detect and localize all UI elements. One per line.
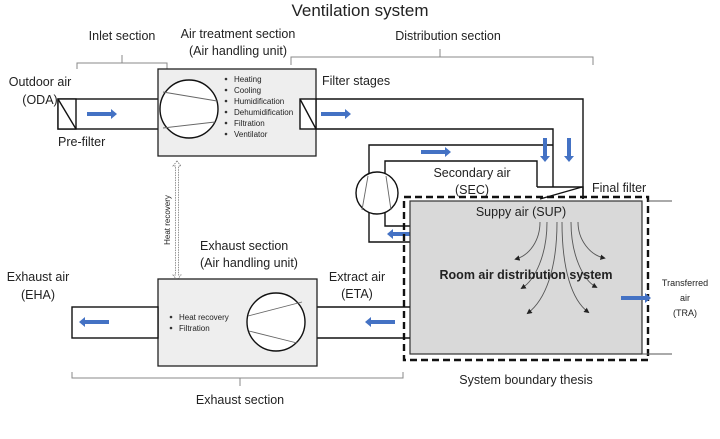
supply-duct-outer bbox=[316, 98, 584, 199]
secondary-duct-outer bbox=[368, 144, 553, 174]
outdoor-air-label: Outdoor air bbox=[9, 75, 72, 89]
extract-air-label: Extract air bbox=[329, 270, 385, 284]
heat-recovery-label: Heat recovery bbox=[163, 195, 172, 245]
secondary-fan-icon bbox=[355, 171, 399, 215]
flow-arrow-shape bbox=[387, 229, 417, 239]
transferred-air-label: Transferred bbox=[662, 278, 708, 288]
stream-line bbox=[570, 221, 598, 288]
inlet-section-brace bbox=[76, 55, 168, 69]
stream-line bbox=[514, 221, 541, 261]
extract-duct bbox=[317, 306, 410, 339]
flow-arrow-icon bbox=[564, 138, 574, 162]
flow-arrow-icon bbox=[421, 147, 451, 157]
exhaust-unit-sublabel: (Air handling unit) bbox=[200, 256, 298, 270]
room-air-distribution-system bbox=[409, 200, 643, 355]
bullet-icon bbox=[169, 326, 173, 330]
transferred-air-label-2: air bbox=[680, 293, 690, 303]
transferred-air-code: (TRA) bbox=[673, 308, 697, 318]
diagram-title: Ventilation system bbox=[291, 1, 428, 20]
bullet-icon bbox=[224, 77, 228, 81]
supply-unit-function-list: HeatingCoolingHumidificationDehumidifica… bbox=[224, 75, 293, 139]
outdoor-air-code: (ODA) bbox=[22, 93, 57, 107]
pre-filter-label: Pre-filter bbox=[58, 135, 105, 149]
bullet-icon bbox=[224, 110, 228, 114]
exhaust-section-label: Exhaust section bbox=[196, 393, 284, 407]
system-boundary-label: System boundary thesis bbox=[459, 373, 592, 387]
air-stream-lines bbox=[514, 221, 606, 315]
bullet-icon bbox=[169, 315, 173, 319]
secondary-return-outer bbox=[368, 212, 410, 243]
air-treatment-section-sublabel: (Air handling unit) bbox=[189, 44, 287, 58]
secondary-return-inner bbox=[384, 212, 410, 227]
stream-line bbox=[561, 221, 590, 314]
supply-air-label: Suppy air (SUP) bbox=[476, 205, 566, 219]
supply-function-item: Heating bbox=[234, 75, 262, 84]
flow-arrow-icon bbox=[87, 109, 117, 119]
stream-line bbox=[577, 221, 606, 260]
flow-arrow-shape bbox=[321, 109, 351, 119]
flow-arrow-shape bbox=[87, 109, 117, 119]
heat-recovery-double-arrow-icon bbox=[172, 160, 182, 281]
bullet-icon bbox=[224, 99, 228, 103]
supply-function-item: Ventilator bbox=[234, 130, 268, 139]
supply-function-item: Filtration bbox=[234, 119, 265, 128]
distribution-section-brace bbox=[290, 49, 594, 65]
exhaust-function-item: Heat recovery bbox=[179, 313, 229, 322]
flow-arrow-icon bbox=[365, 317, 395, 327]
fan-icon bbox=[159, 79, 219, 139]
bullet-icon bbox=[224, 121, 228, 125]
flow-arrow-shape bbox=[421, 147, 451, 157]
air-treatment-section-label: Air treatment section bbox=[181, 27, 296, 41]
stream-line bbox=[526, 221, 558, 315]
exhaust-section-brace bbox=[71, 372, 404, 386]
secondary-duct-inner bbox=[384, 160, 538, 187]
flow-arrow-shape bbox=[621, 293, 651, 303]
system-boundary bbox=[402, 195, 650, 362]
stream-line bbox=[520, 221, 548, 289]
bullet-icon bbox=[224, 88, 228, 92]
flow-arrow-shape bbox=[564, 138, 574, 162]
filter-stage-icon bbox=[299, 98, 317, 130]
secondary-air-label: Secondary air bbox=[433, 166, 510, 180]
final-filter-label: Final filter bbox=[592, 181, 646, 195]
bullet-icon bbox=[224, 132, 228, 136]
secondary-air-code: (SEC) bbox=[455, 183, 489, 197]
flow-arrow-icon bbox=[540, 138, 550, 162]
flow-arrow-icon bbox=[321, 109, 351, 119]
distribution-section-label: Distribution section bbox=[395, 29, 501, 43]
supply-duct-inner bbox=[316, 128, 554, 187]
inlet-section-label: Inlet section bbox=[89, 29, 156, 43]
flow-arrow-shape bbox=[365, 317, 395, 327]
flow-arrow-icon bbox=[79, 317, 109, 327]
flow-arrow-shape bbox=[79, 317, 109, 327]
flow-arrow-icon bbox=[621, 293, 651, 303]
exhaust-air-label: Exhaust air bbox=[7, 270, 70, 284]
exhaust-air-code: (EHA) bbox=[21, 288, 55, 302]
supply-function-item: Dehumidification bbox=[234, 108, 293, 117]
room-system-label: Room air distribution system bbox=[440, 268, 613, 282]
filter-stages-label: Filter stages bbox=[322, 74, 390, 88]
supply-function-item: Humidification bbox=[234, 97, 284, 106]
pre-filter-icon bbox=[57, 98, 77, 130]
flow-arrow-icon bbox=[387, 229, 417, 239]
exhaust-function-item: Filtration bbox=[179, 324, 210, 333]
extract-air-code: (ETA) bbox=[341, 287, 373, 301]
exhaust-unit-label: Exhaust section bbox=[200, 239, 288, 253]
flow-arrow-shape bbox=[540, 138, 550, 162]
supply-function-item: Cooling bbox=[234, 86, 261, 95]
exhaust-fan-icon bbox=[246, 292, 306, 352]
